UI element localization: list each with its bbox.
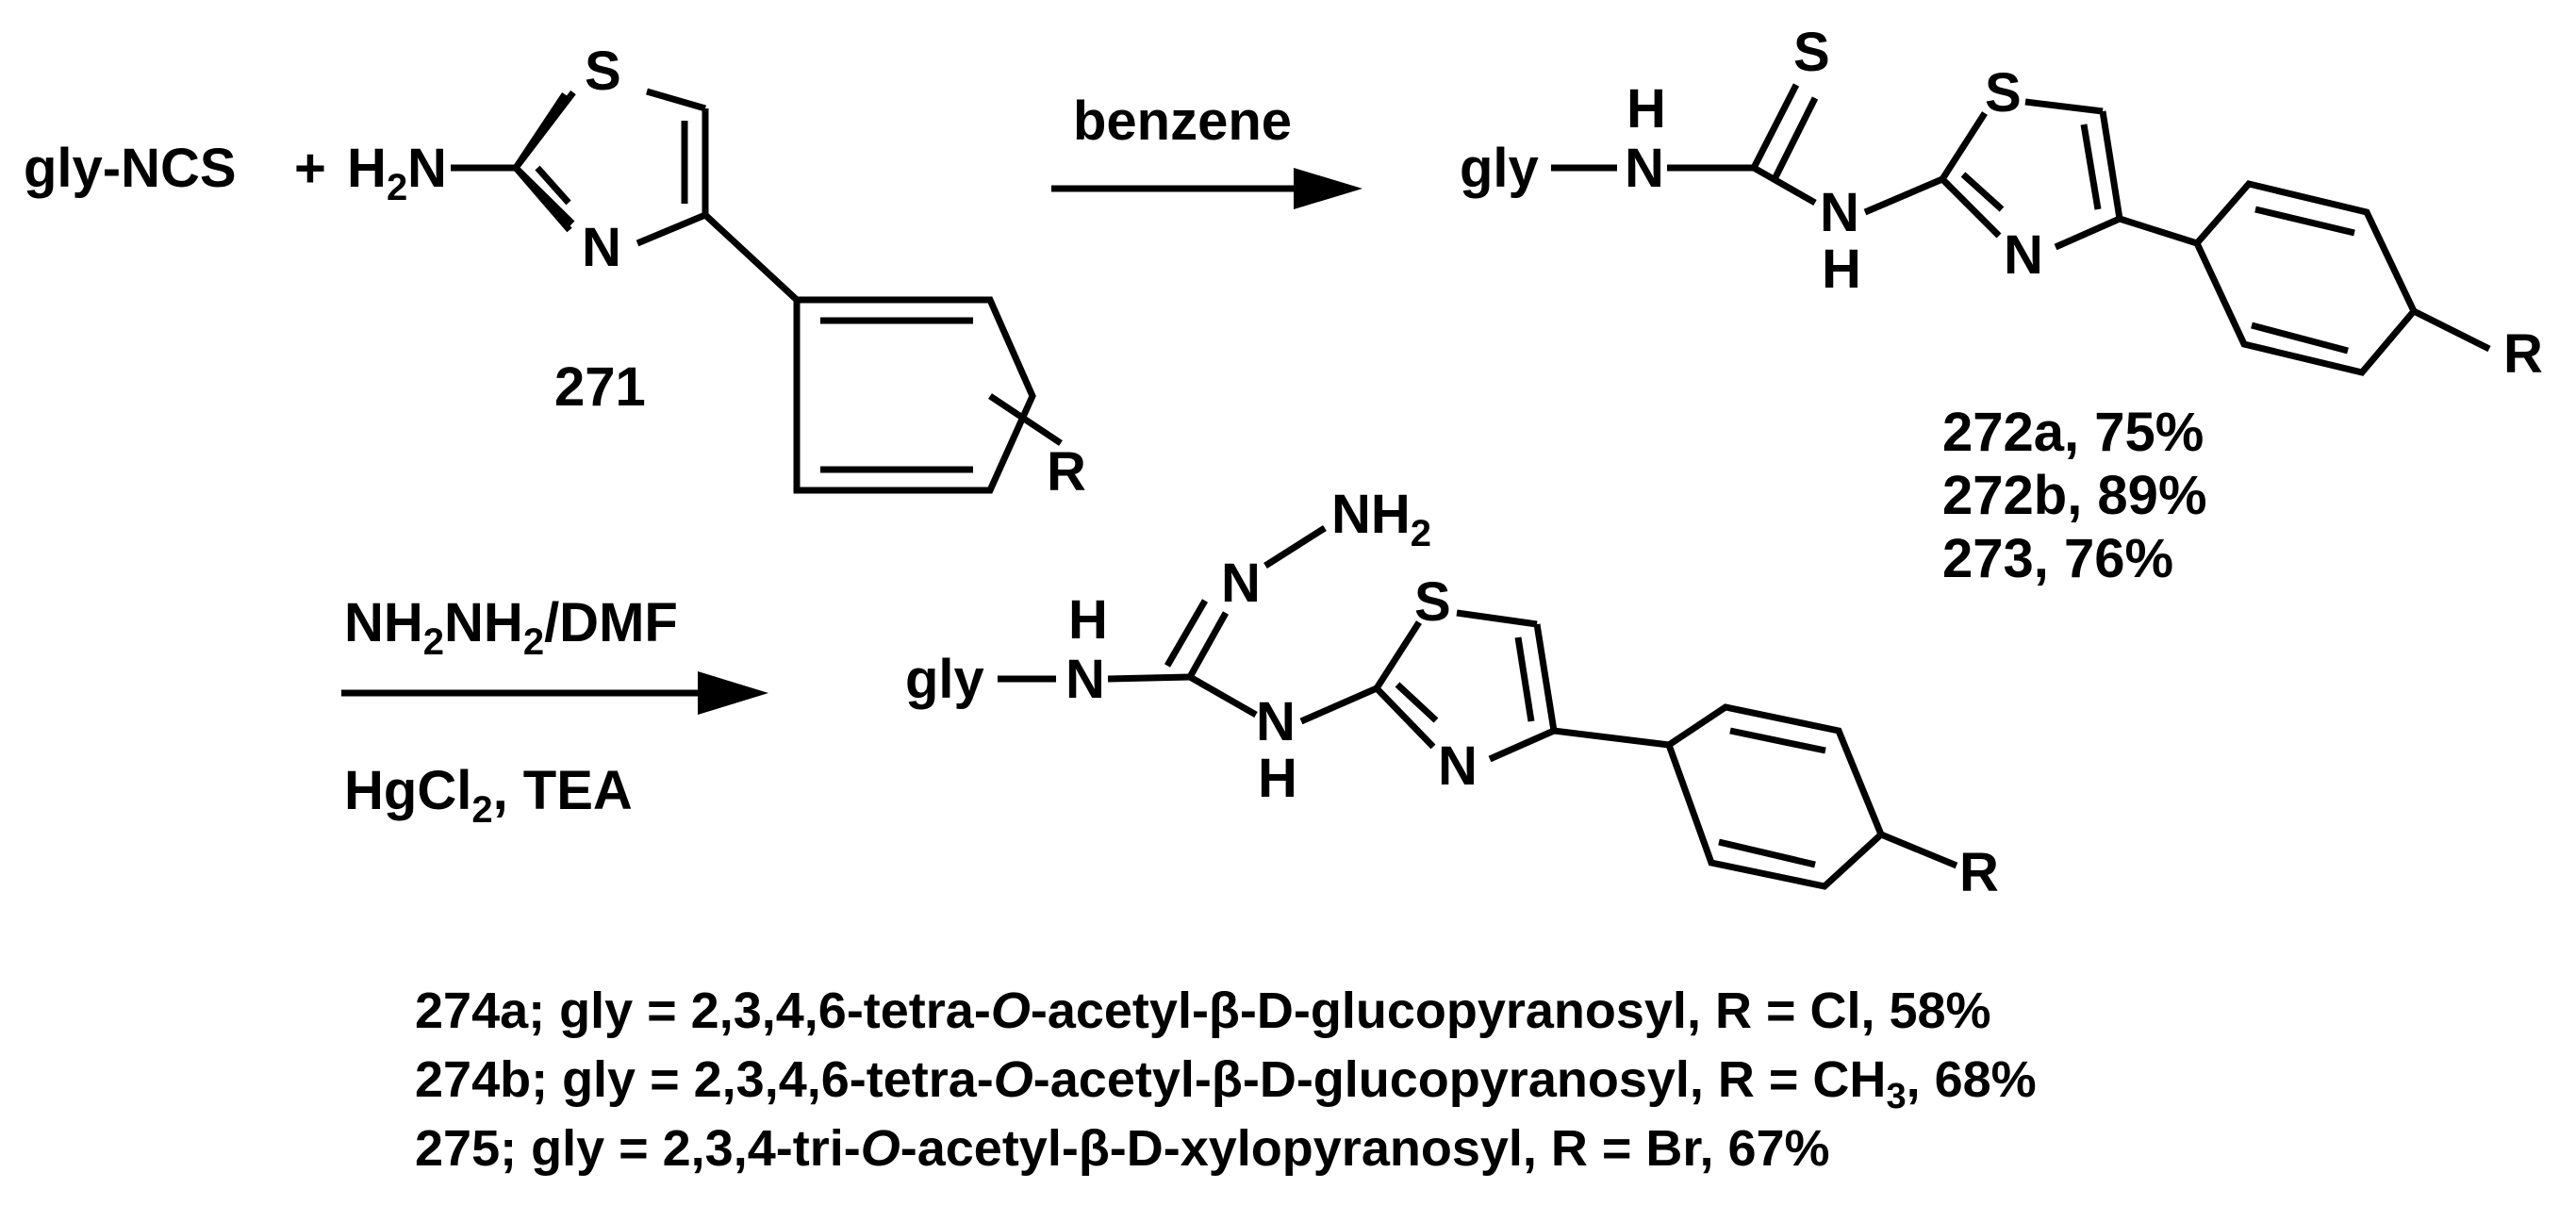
arrow1-reagent-label: benzene [1073, 91, 1292, 152]
phenyl-double-1-p2 [1729, 727, 1826, 754]
bond-n-nh2 [1263, 525, 1327, 569]
atom-nh-4-N: N [1256, 691, 1296, 752]
phenyl-ring-p2 [1664, 703, 1886, 890]
atom-thiazole-S-p1: S [1985, 62, 2022, 124]
arrow2-reagent-bottom: HgCl2, TEA [344, 760, 633, 831]
bond-c4-phenyl-p2 [1553, 727, 1670, 749]
bond-c5-c4-p1 [2099, 110, 2123, 220]
atom-gly-1: gly [1460, 138, 1539, 199]
bond-c4-phenyl [702, 212, 800, 303]
atom-R-p2: R [1959, 842, 1999, 903]
atom-nh-2-H: H [1822, 239, 1861, 300]
reaction-arrow-2: NH2NH2/DMF HgCl2, TEA [341, 592, 768, 831]
bond-c-n-double-2 [1164, 599, 1209, 668]
bond-c4-phenyl-p1 [2118, 215, 2199, 247]
bond-nh2-c2 [1863, 175, 1944, 216]
phenyl-ring-p1 [2192, 180, 2419, 376]
atom-amine-sub: 2 [387, 167, 407, 208]
thiourea-product-structure: gly H N S N H S N R [1460, 22, 2543, 385]
atom-thiazole-N: N [582, 217, 621, 278]
phenyl-double-2-p2 [1718, 838, 1816, 868]
atom-hydrazone-N: N [1221, 553, 1261, 614]
product-label-272b: 272b, 89% [1942, 465, 2207, 526]
bond-phenyl-R-p1 [2412, 307, 2491, 353]
atom-R-p1: R [2503, 323, 2543, 385]
atom-thiazole-N-p2: N [1438, 735, 1478, 797]
atom-amine-H: H [347, 138, 387, 199]
gly-ncs-label: gly-NCS [24, 138, 237, 199]
atom-R: R [1047, 441, 1086, 503]
bond-c4-n3 [636, 211, 707, 247]
atom-nh-3-N: N [1065, 649, 1105, 710]
footnote-275: 275; gly = 2,3,4-tri-O-acetyl-β-D-xylopy… [415, 1120, 1830, 1177]
atom-nh-3-H: H [1068, 589, 1108, 651]
atom-amine-N: N [407, 138, 447, 199]
arrow2-reagent-top: NH2NH2/DMF [344, 592, 678, 663]
atom-thiazole-N-p1: N [2004, 224, 2043, 286]
reactant-gly-ncs: gly-NCS [24, 138, 237, 199]
bond-c2-s [513, 90, 576, 171]
product-labels-272-273: 272a, 75% 272b, 89% 273, 76% [1942, 402, 2207, 589]
bond-c5-c4-double-p1 [2080, 124, 2102, 210]
bond-c4-n3-p1 [2054, 215, 2122, 251]
atom-nh-1-N: N [1625, 138, 1664, 199]
phenyl-double-2-p1 [2251, 322, 2349, 355]
bond-c-nh4 [1188, 673, 1258, 718]
bond-s-c5-p2 [1456, 609, 1538, 628]
bond-c5-c4-p2 [1533, 623, 1558, 732]
aminoguanidine-product-structure: gly H N N NH2 N H S N R [905, 484, 1999, 903]
bond-n3-c2-p2 [1374, 685, 1436, 750]
bond-nh4-c2 [1299, 685, 1379, 725]
bond-n3-c2 [513, 165, 572, 233]
product-label-273: 273, 76% [1942, 528, 2173, 589]
bond-n3-c2-double-p2 [1395, 682, 1439, 723]
arrow1-head [1294, 168, 1362, 209]
footnotes: 274a; gly = 2,3,4,6-tetra-O-acetyl-β-D-g… [415, 983, 2037, 1177]
footnote-274b: 274b; gly = 2,3,4,6-tetra-O-acetyl-β-D-g… [415, 1051, 2037, 1116]
bond-s-c5-p1 [2024, 98, 2104, 115]
phenyl-ring [793, 296, 1036, 494]
atom-thiazole-S: S [585, 41, 621, 102]
bond-cs-s [1750, 83, 1800, 170]
compound-271-structure: H 2 N S N R [347, 41, 1086, 503]
bond-n3-c2-p1 [1940, 176, 2002, 239]
plus-sign: + [294, 138, 326, 199]
atom-thione-S: S [1793, 22, 1830, 83]
bond-c2-s-p1 [1940, 111, 1988, 181]
reaction-arrow-1: benzene [1051, 91, 1362, 209]
bond-c2-s-p2 [1374, 620, 1422, 690]
atom-nh-2-N: N [1820, 182, 1859, 243]
atom-gly-2: gly [905, 649, 984, 710]
bond-n3-c2-double [535, 165, 571, 206]
atom-nh-1-H: H [1627, 78, 1666, 140]
bond-nh3-c [1107, 673, 1191, 683]
product-label-272a: 272a, 75% [1942, 402, 2204, 463]
bond-s-c5 [646, 88, 706, 112]
bond-c-n-double [1186, 611, 1230, 679]
bond-phenyl-R [988, 393, 1063, 446]
atom-nh-4-H: H [1258, 748, 1297, 809]
arrow2-head [698, 671, 768, 715]
bond-n3-c2-double-p1 [1960, 172, 2005, 212]
compound-label-271: 271 [554, 356, 646, 418]
phenyl-double-1-p1 [2254, 206, 2355, 237]
bond-c4-n3-p2 [1488, 727, 1556, 763]
bond-phenyl-R-p2 [1879, 831, 1958, 869]
bond-c5-c4-double-p2 [1514, 636, 1535, 722]
bond-cs-s-double [1771, 96, 1819, 181]
bond-cs-nh-2 [1752, 164, 1817, 206]
footnote-274a: 274a; gly = 2,3,4,6-tetra-O-acetyl-β-D-g… [415, 983, 1991, 1039]
atom-NH2: NH2 [1331, 484, 1431, 554]
atom-thiazole-S-p2: S [1414, 571, 1451, 633]
